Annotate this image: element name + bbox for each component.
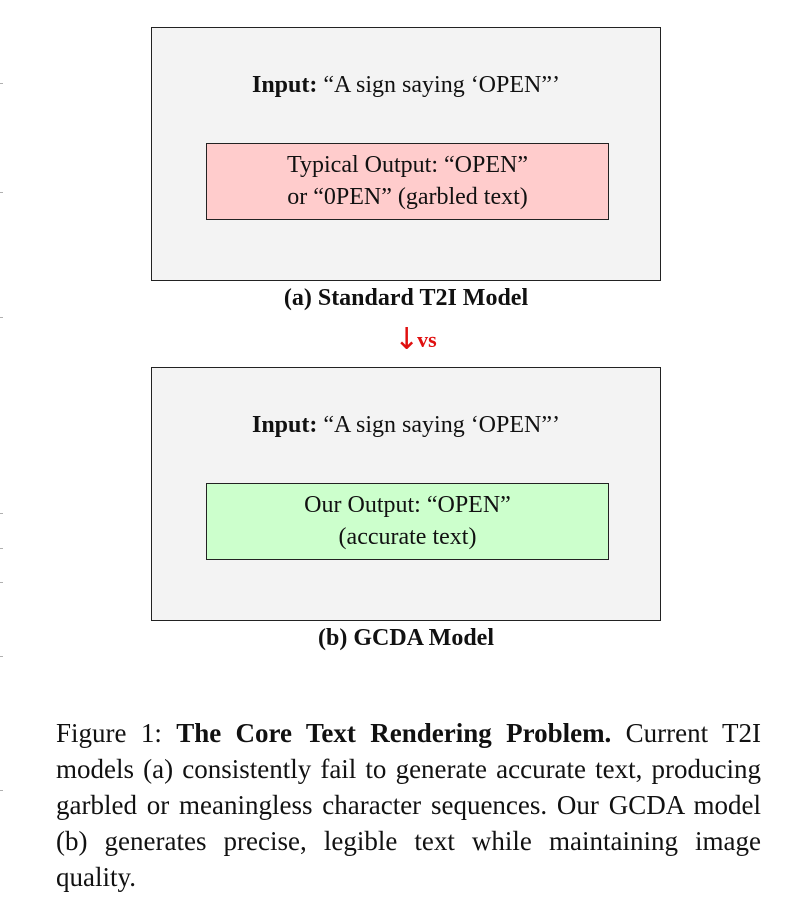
margin-tick: [0, 317, 3, 318]
margin-tick: [0, 656, 3, 657]
output-line-1: Our Output: “OPEN”: [304, 492, 511, 518]
output-line-1: Typical Output: “OPEN”: [287, 152, 528, 178]
margin-tick: [0, 83, 3, 84]
subcaption-gcda-model: (b) GCDA Model: [318, 625, 494, 651]
prompt-line: Input: “A sign saying ‘OPEN”’: [152, 69, 660, 101]
down-arrow-icon: ↓: [394, 322, 420, 357]
margin-tick: [0, 513, 3, 514]
caption-prefix: Figure 1:: [56, 718, 177, 748]
caption-title: The Core Text Rendering Problem.: [176, 718, 612, 748]
accurate-output-box: Our Output: “OPEN” (accurate text): [206, 483, 609, 560]
caption-body: Current T2I models (a) consistently fail…: [56, 718, 761, 892]
margin-tick: [0, 582, 3, 583]
gcda-model-panel: Input: “A sign saying ‘OPEN”’ Our Output…: [151, 367, 661, 621]
margin-tick: [0, 548, 3, 549]
standard-model-panel: Input: “A sign saying ‘OPEN”’ Typical Ou…: [151, 27, 661, 281]
subcaption-standard-model: (a) Standard T2I Model: [283, 285, 529, 311]
vs-marker: ↓vs: [394, 322, 437, 362]
margin-tick: [0, 790, 3, 791]
prompt-text: “A sign saying ‘OPEN”’: [317, 72, 560, 98]
input-label: Input:: [251, 412, 318, 438]
output-line-2: (accurate text): [338, 524, 477, 550]
figure-caption: Figure 1: The Core Text Rendering Proble…: [56, 715, 761, 895]
output-line-2: or “0PEN” (garbled text): [287, 184, 528, 210]
prompt-text: “A sign saying ‘OPEN”’: [317, 412, 560, 438]
vs-label: vs: [417, 327, 437, 352]
prompt-line: Input: “A sign saying ‘OPEN”’: [152, 409, 660, 441]
input-label: Input:: [251, 72, 318, 98]
garbled-output-box: Typical Output: “OPEN” or “0PEN” (garble…: [206, 143, 609, 220]
margin-tick: [0, 192, 3, 193]
